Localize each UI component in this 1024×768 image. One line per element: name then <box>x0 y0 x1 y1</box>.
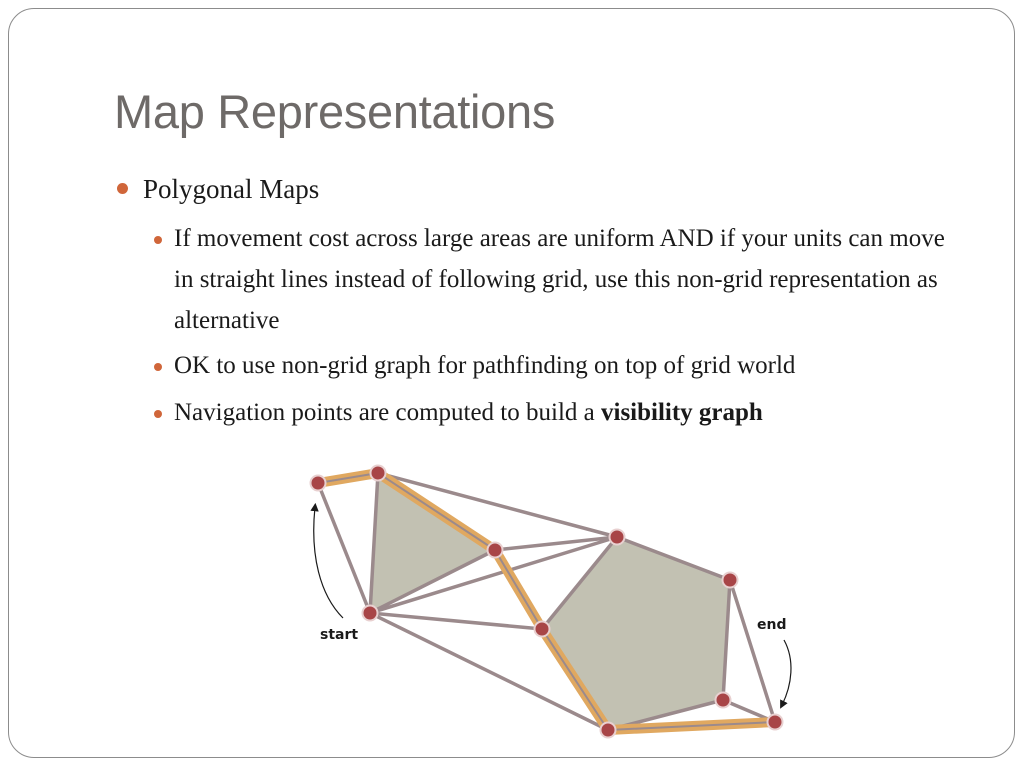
start-arrow <box>310 502 344 619</box>
graph-node <box>369 464 387 482</box>
end-label: end <box>757 617 786 633</box>
graph-node <box>361 604 379 622</box>
start-label: start <box>320 627 358 643</box>
obstacle-triangle <box>370 473 495 613</box>
end-arrow <box>780 639 792 709</box>
sub-bullet-navigation-points: Navigation points are computed to build … <box>174 392 964 433</box>
slide-title: Map Representations <box>114 85 556 138</box>
slide <box>8 8 1015 758</box>
obstacle-pentagon <box>542 537 730 730</box>
bullet-polygonal-maps: Polygonal Maps <box>143 174 320 204</box>
graph-node <box>309 474 327 492</box>
graph-node <box>608 528 626 546</box>
sub-bullet-uniform-cost: If movement cost across large areas are … <box>174 225 945 334</box>
bullet-dot <box>117 183 128 194</box>
sub-bullet-non-grid-graph: OK to use non-grid graph for pathfinding… <box>174 352 796 379</box>
graph-edges <box>316 471 777 732</box>
graph-node <box>599 721 617 739</box>
sub-bullet-navigation-text: Navigation points are computed to build … <box>174 399 601 426</box>
visibility-graph-diagram: start end <box>309 464 792 739</box>
visibility-graph-term: visibility graph <box>601 399 763 426</box>
sub-bullet-dot <box>154 410 162 418</box>
graph-node <box>714 691 732 709</box>
sub-bullet-dot <box>154 363 162 371</box>
shortest-path-edge <box>317 472 776 731</box>
sub-bullet-dot <box>154 236 162 244</box>
graph-nodes <box>309 464 784 739</box>
graph-node <box>533 620 551 638</box>
graph-node <box>721 571 739 589</box>
graph-node <box>766 713 784 731</box>
graph-node <box>486 541 504 559</box>
